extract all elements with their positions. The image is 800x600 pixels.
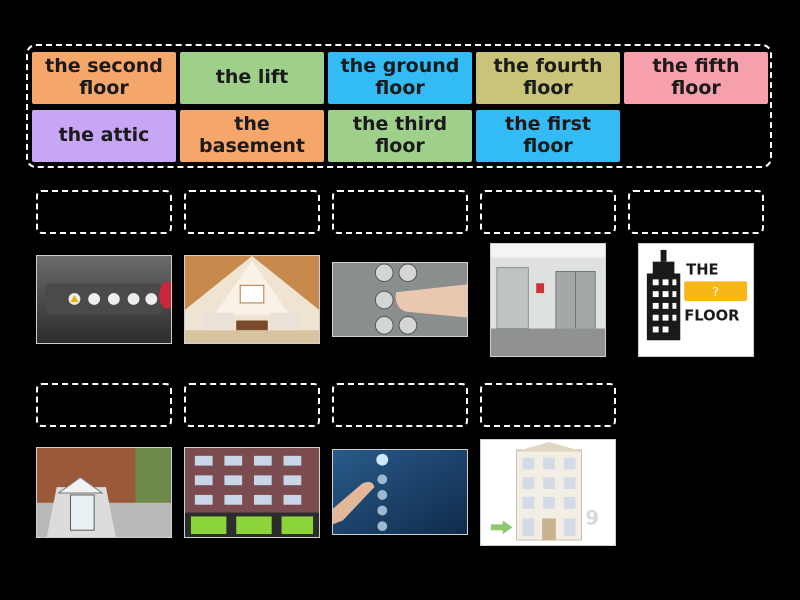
the-floor-logo-image: THE ? FLOOR — [638, 243, 754, 357]
drop-slot-7[interactable] — [184, 383, 320, 427]
logo-text-floor: FLOOR — [684, 308, 740, 325]
drop-slot-9[interactable] — [480, 383, 616, 427]
chip-the-attic[interactable]: the attic — [32, 110, 176, 162]
drop-slot-2[interactable] — [184, 190, 320, 234]
chip-label: the lift — [215, 66, 289, 89]
lift-button-blue-image — [332, 449, 468, 535]
chip-the-ground-floor[interactable]: the ground floor — [328, 52, 472, 104]
logo-text-the: THE — [686, 261, 718, 278]
chip-the-lift[interactable]: the lift — [180, 52, 324, 104]
lift-corridor-image — [490, 243, 606, 357]
chip-label: the fourth floor — [493, 55, 603, 99]
building-ground-arrow-image: 9 — [480, 439, 616, 546]
chip-label: the second floor — [45, 55, 163, 99]
logo-text-question: ? — [712, 285, 719, 300]
chip-label: the first floor — [505, 113, 591, 157]
chip-the-third-floor[interactable]: the third floor — [328, 110, 472, 162]
drop-slot-4[interactable] — [480, 190, 616, 234]
chip-label: the fifth floor — [652, 55, 740, 99]
chip-the-second-floor[interactable]: the second floor — [32, 52, 176, 104]
chip-the-basement[interactable]: the basement — [180, 110, 324, 162]
word-bank — [26, 44, 772, 168]
chip-label: the attic — [58, 124, 150, 147]
chip-label: the ground floor — [340, 55, 460, 99]
drop-slot-6[interactable] — [36, 383, 172, 427]
drop-slot-8[interactable] — [332, 383, 468, 427]
drop-slot-5[interactable] — [628, 190, 764, 234]
chip-the-fifth-floor[interactable]: the fifth floor — [624, 52, 768, 104]
watermark-digit: 9 — [585, 506, 599, 529]
chip-label: the third floor — [352, 113, 448, 157]
attic-room-image — [184, 255, 320, 344]
chip-the-fourth-floor[interactable]: the fourth floor — [476, 52, 620, 104]
lift-buttons-panel-image — [36, 255, 172, 344]
chip-label: the basement — [199, 113, 305, 157]
apartment-building-image — [184, 447, 320, 538]
drop-slot-3[interactable] — [332, 190, 468, 234]
basement-entrance-image — [36, 447, 172, 538]
drop-slot-1[interactable] — [36, 190, 172, 234]
chip-the-first-floor[interactable]: the first floor — [476, 110, 620, 162]
lift-button-press-image — [332, 262, 468, 337]
